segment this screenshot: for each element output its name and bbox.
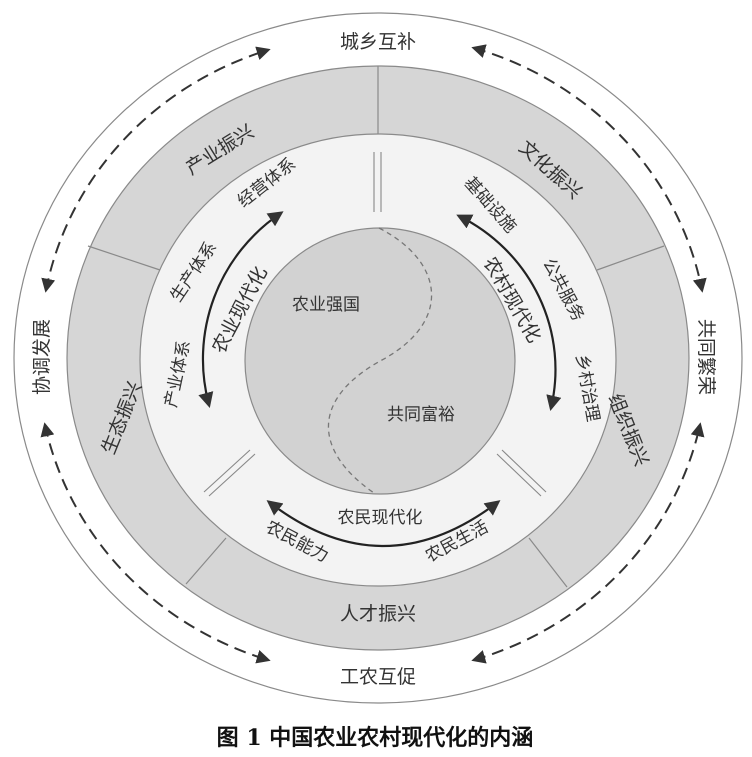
outer-arrows <box>40 44 707 664</box>
label-common-prosperity-ring: 共同繁荣 <box>695 319 717 395</box>
label-talent-revitalization: 人才振兴 <box>340 603 416 625</box>
figure-caption: 图 1 中国农业农村现代化的内涵 <box>217 725 534 751</box>
arrow-top-left <box>41 46 271 293</box>
arrow-bottom-left <box>40 422 271 664</box>
arrow-agri-modernization <box>198 211 284 408</box>
arrow-top-right <box>471 44 707 293</box>
label-urban-rural: 城乡互补 <box>340 31 416 53</box>
label-coordinated-development: 协调发展 <box>31 319 53 395</box>
arrow-rural-modernization <box>456 214 562 411</box>
core-divider-curve <box>327 227 433 494</box>
label-farmer-modernization: 农民现代化 <box>338 508 423 528</box>
core-circle <box>244 227 516 495</box>
label-industry-agri: 工农互促 <box>340 666 416 688</box>
arrow-farmer-modernization <box>266 500 501 547</box>
label-agri-power: 农业强国 <box>292 295 360 315</box>
label-common-prosperity: 共同富裕 <box>387 405 455 425</box>
arrow-bottom-right <box>471 422 705 664</box>
